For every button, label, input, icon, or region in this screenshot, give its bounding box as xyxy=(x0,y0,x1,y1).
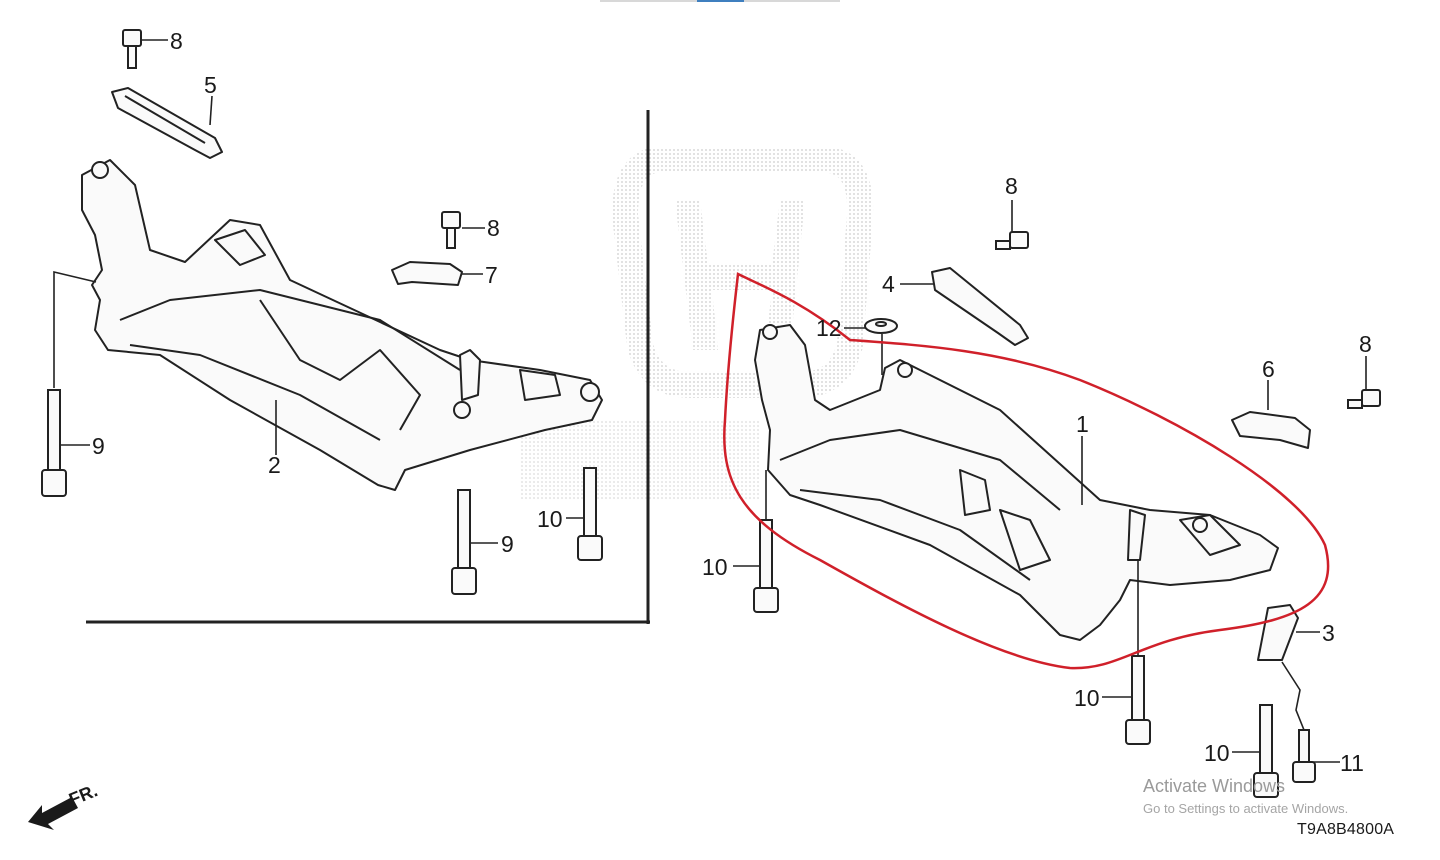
bracket-part-3 xyxy=(1257,604,1299,661)
bolts xyxy=(41,29,1381,798)
bolt-8d xyxy=(1347,389,1381,409)
leader-lines xyxy=(53,39,1367,763)
rear-subframe xyxy=(81,159,603,491)
callout-10a: 10 xyxy=(537,506,563,532)
callout-9a: 9 xyxy=(92,433,105,459)
callout-7: 7 xyxy=(485,262,498,288)
activation-watermark-title: Activate Windows xyxy=(1143,776,1286,796)
highlight-outline xyxy=(723,272,1330,670)
callout-5: 5 xyxy=(204,72,217,98)
bolt-8c xyxy=(995,231,1029,250)
callout-10b: 10 xyxy=(702,554,728,580)
callout-8a: 8 xyxy=(170,28,183,54)
callout-9b: 9 xyxy=(501,531,514,557)
callout-2: 2 xyxy=(268,452,281,478)
front-direction-arrow: FR. xyxy=(28,780,100,830)
callout-12: 12 xyxy=(816,315,842,341)
bracket-part-6 xyxy=(1231,411,1311,449)
figure-code: T9A8B4800A xyxy=(1297,821,1395,838)
callout-8c: 8 xyxy=(1005,173,1018,199)
bolt-10a xyxy=(577,467,603,561)
bolt-9a xyxy=(41,389,67,497)
callout-1: 1 xyxy=(1076,411,1089,437)
callout-8b: 8 xyxy=(487,215,500,241)
callout-3: 3 xyxy=(1322,620,1335,646)
bolt-8b xyxy=(441,211,461,249)
bolt-10c xyxy=(1125,655,1151,745)
direction-label: FR. xyxy=(66,780,100,809)
callout-10c: 10 xyxy=(1074,685,1100,711)
bolt-8a xyxy=(122,29,142,69)
stiffener-part-4 xyxy=(931,267,1029,346)
bolt-11 xyxy=(1292,729,1316,783)
front-subframe xyxy=(754,324,1279,641)
callout-10d: 10 xyxy=(1204,740,1230,766)
washer-part-12 xyxy=(864,318,898,334)
bolt-10b xyxy=(753,519,779,613)
activation-watermark-subtitle: Go to Settings to activate Windows. xyxy=(1143,801,1349,816)
stiffener-part-5 xyxy=(111,87,223,159)
left-panel-frame xyxy=(86,110,650,624)
callout-6: 6 xyxy=(1262,356,1275,382)
callout-11: 11 xyxy=(1340,750,1364,776)
bolt-10d xyxy=(1253,704,1279,798)
bracket-part-7 xyxy=(391,261,463,286)
callout-8d: 8 xyxy=(1359,331,1372,357)
bolt-9b xyxy=(451,489,477,595)
browser-top-bar-accent xyxy=(697,0,744,2)
callout-4: 4 xyxy=(882,271,895,297)
callouts: 8 5 8 7 9 2 10 9 8 4 12 1 6 8 10 3 10 10… xyxy=(92,28,1372,776)
